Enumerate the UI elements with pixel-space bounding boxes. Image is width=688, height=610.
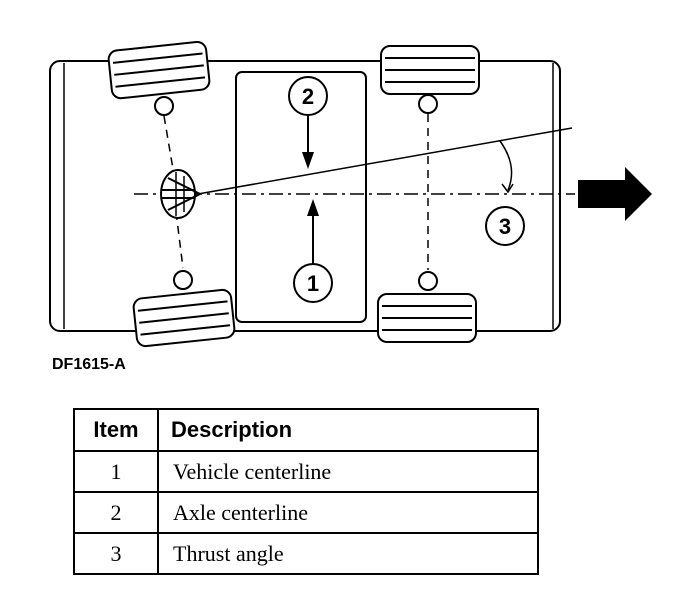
differential bbox=[160, 169, 203, 219]
callout-1-label: 1 bbox=[307, 271, 319, 296]
front-left-tire bbox=[380, 45, 480, 95]
vehicle-body bbox=[49, 60, 561, 332]
legend-table: Item Description 1 Vehicle centerline 2 … bbox=[73, 408, 539, 575]
header-item: Item bbox=[73, 408, 159, 452]
table-row: 1 Vehicle centerline bbox=[73, 450, 539, 493]
row-item-number: 1 bbox=[73, 450, 159, 493]
rear-right-hub bbox=[173, 270, 193, 290]
rear-axle-upper bbox=[163, 115, 175, 176]
row-item-number: 2 bbox=[73, 491, 159, 534]
row-description: Vehicle centerline bbox=[157, 450, 539, 493]
front-right-hub bbox=[418, 271, 438, 291]
front-left-hub bbox=[418, 94, 438, 114]
figure-code: DF1615-A bbox=[52, 356, 126, 373]
callout-2-arrowhead bbox=[302, 152, 314, 169]
rear-left-hub bbox=[154, 96, 174, 116]
table-header-row: Item Description bbox=[73, 408, 539, 452]
callout-2-label: 2 bbox=[302, 84, 314, 109]
row-description: Axle centerline bbox=[157, 491, 539, 534]
thrust-angle-diagram: 2 1 3 bbox=[49, 41, 652, 348]
row-item-number: 3 bbox=[73, 532, 159, 575]
thrust-line bbox=[197, 127, 573, 195]
row-description: Thrust angle bbox=[157, 532, 539, 575]
rear-axle-lower bbox=[175, 211, 184, 269]
front-right-tire bbox=[377, 293, 477, 343]
thrust-angle-arc bbox=[499, 140, 513, 191]
table-row: 2 Axle centerline bbox=[73, 491, 539, 534]
table-row: 3 Thrust angle bbox=[73, 532, 539, 575]
vehicle-cabin bbox=[235, 71, 367, 323]
thrust-angle-arrowhead bbox=[501, 183, 514, 194]
rear-left-tire bbox=[107, 41, 211, 100]
header-description: Description bbox=[157, 408, 539, 452]
forward-direction-arrow bbox=[578, 167, 652, 221]
callout-3-circle bbox=[485, 206, 525, 246]
callout-1-arrowhead bbox=[307, 199, 319, 216]
rear-right-tire bbox=[132, 288, 236, 348]
callout-3-label: 3 bbox=[499, 214, 511, 239]
